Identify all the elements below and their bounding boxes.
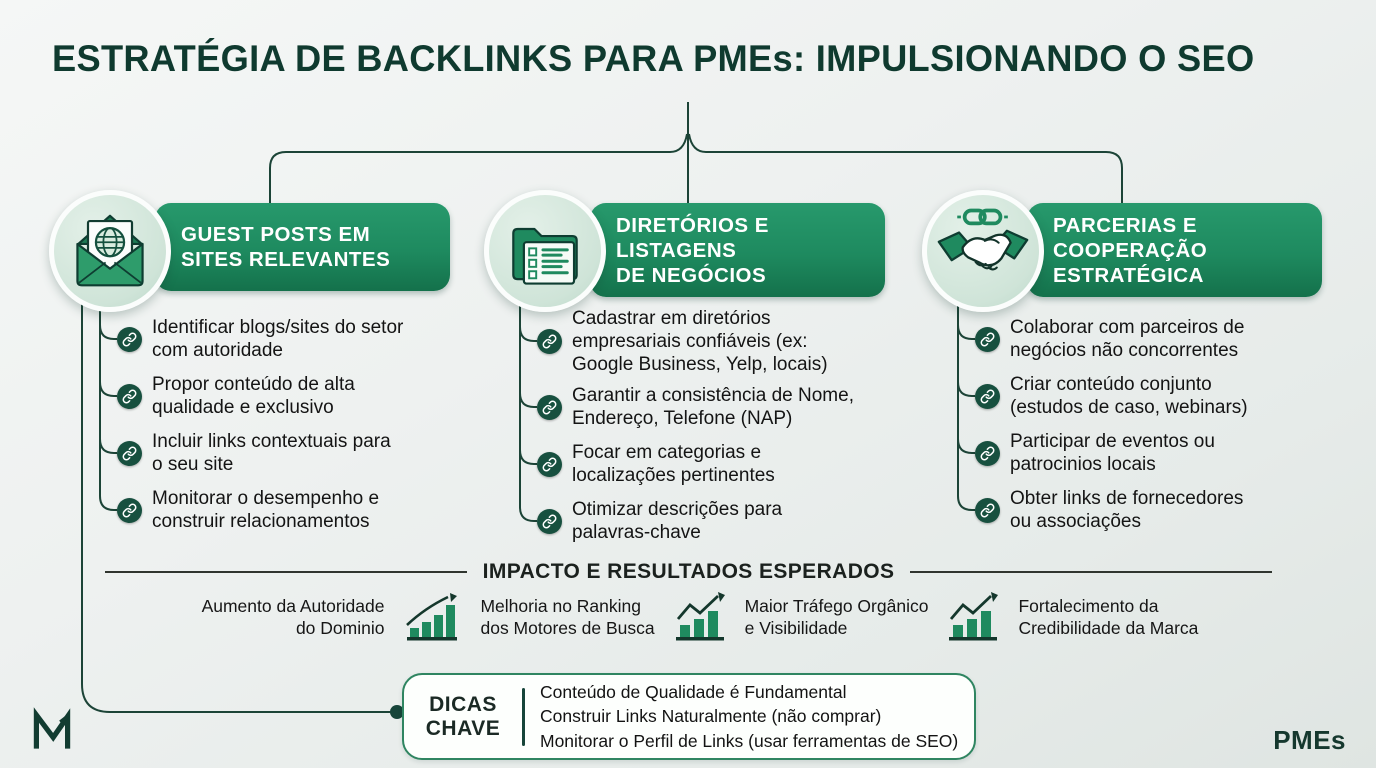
impact-result: Fortalecimento da Credibilidade da Marca bbox=[1018, 596, 1199, 638]
chain-link-icon bbox=[117, 497, 142, 523]
column-3-header: PARCERIAS E COOPERAÇÃO ESTRATÉGICA bbox=[1053, 213, 1208, 287]
impact-result: Melhoria no Ranking dos Motores de Busca bbox=[480, 596, 655, 638]
chain-link-icon bbox=[117, 326, 142, 352]
list-item: Cadastrar em diretórios empresariais con… bbox=[537, 307, 828, 376]
column-1-header: GUEST POSTS EM SITES RELEVANTES bbox=[181, 223, 391, 271]
list-item: Monitorar o desempenho e construir relac… bbox=[117, 487, 379, 533]
chain-link-icon bbox=[975, 326, 1000, 352]
growth-chart-icon bbox=[406, 593, 458, 641]
chain-link-icon bbox=[537, 329, 562, 354]
bullet-text: Incluir links contextuais para o seu sit… bbox=[152, 431, 391, 475]
bullet-text: Participar de eventos ou patrocinios loc… bbox=[1010, 431, 1215, 475]
impact-heading-text: IMPACTO E RESULTADOS ESPERADOS bbox=[482, 560, 895, 583]
column-1-icon-circle bbox=[49, 190, 171, 312]
tips-label: DICAS CHAVE bbox=[425, 692, 501, 740]
header-card-guest-posts: GUEST POSTS EM SITES RELEVANTES bbox=[155, 203, 450, 291]
bullet-text: Cadastrar em diretórios empresariais con… bbox=[572, 308, 828, 375]
impact-result: Aumento da Autoridade do Dominio bbox=[201, 596, 385, 638]
tips-divider bbox=[522, 687, 525, 746]
list-item: Colaborar com parceiros de negócios não … bbox=[975, 316, 1244, 362]
bullet-text: Focar em categorias e localizações perti… bbox=[572, 442, 775, 486]
list-item: Propor conteúdo de alta qualidade e excl… bbox=[117, 373, 355, 419]
bullet-text: Criar conteúdo conjunto (estudos de caso… bbox=[1010, 374, 1248, 418]
bullet-text: Otimizar descrições para palavras-chave bbox=[572, 499, 783, 543]
bullet-text: Colaborar com parceiros de negócios não … bbox=[1010, 317, 1245, 361]
impact-results-row: Aumento da Autoridade do Dominio Melhori… bbox=[110, 592, 1290, 642]
handshake-icon bbox=[937, 208, 1029, 271]
bullet-text: Garantir a consistência de Nome, Endereç… bbox=[572, 385, 854, 429]
growth-chart-icon bbox=[675, 592, 725, 641]
list-item: Obter links de fornecedores ou associaçõ… bbox=[975, 487, 1243, 533]
list-item: Garantir a consistência de Nome, Endereç… bbox=[537, 384, 854, 430]
growth-chart-icon bbox=[949, 592, 999, 641]
chain-link-icon bbox=[537, 451, 562, 477]
chain-link-icon bbox=[975, 383, 1000, 409]
divider-line bbox=[910, 571, 1273, 573]
tips-lines: Conteúdo de Qualidade é Fundamental Cons… bbox=[540, 681, 959, 751]
impact-result: Maior Tráfego Orgânico e Visibilidade bbox=[744, 596, 929, 638]
brand-text: PMEs bbox=[1273, 725, 1346, 755]
m-monogram-logo bbox=[30, 707, 78, 760]
page-title: ESTRATÉGIA DE BACKLINKS PARA PMEs: IMPUL… bbox=[52, 38, 1255, 79]
header-card-partnerships: PARCERIAS E COOPERAÇÃO ESTRATÉGICA bbox=[1027, 203, 1322, 297]
column-2-header: DIRETÓRIOS E LISTAGENS DE NEGÓCIOS bbox=[616, 213, 769, 287]
chain-link-icon bbox=[975, 497, 1000, 523]
divider-line bbox=[105, 571, 467, 573]
list-item: Incluir links contextuais para o seu sit… bbox=[117, 430, 391, 476]
list-item: Otimizar descrições para palavras-chave bbox=[537, 498, 782, 544]
bullet-text: Identificar blogs/sites do setor com aut… bbox=[152, 317, 404, 361]
key-tips-box: DICAS CHAVE Conteúdo de Qualidade é Fund… bbox=[402, 673, 976, 760]
list-item: Participar de eventos ou patrocinios loc… bbox=[975, 430, 1215, 476]
list-item: Criar conteúdo conjunto (estudos de caso… bbox=[975, 373, 1248, 419]
impact-section-heading: IMPACTO E RESULTADOS ESPERADOS bbox=[105, 560, 1273, 584]
header-card-directories: DIRETÓRIOS E LISTAGENS DE NEGÓCIOS bbox=[590, 203, 885, 297]
chain-link-icon bbox=[537, 508, 562, 534]
list-item: Identificar blogs/sites do setor com aut… bbox=[117, 316, 403, 362]
bullet-text: Obter links de fornecedores ou associaçõ… bbox=[1010, 488, 1244, 532]
bullet-text: Monitorar o desempenho e construir relac… bbox=[152, 488, 380, 532]
column-3-icon-circle bbox=[922, 190, 1044, 312]
chain-link-icon bbox=[117, 383, 142, 409]
chain-link-icon bbox=[975, 440, 1000, 466]
bullet-text: Propor conteúdo de alta qualidade e excl… bbox=[152, 374, 355, 418]
chain-link-icon bbox=[117, 440, 142, 466]
list-item: Focar em categorias e localizações perti… bbox=[537, 441, 775, 487]
column-2-icon-circle bbox=[484, 190, 606, 312]
tips-connector-dot bbox=[390, 705, 404, 719]
envelope-globe-icon bbox=[76, 214, 144, 287]
folder-checklist-icon bbox=[512, 227, 578, 285]
chain-link-icon bbox=[537, 394, 562, 420]
